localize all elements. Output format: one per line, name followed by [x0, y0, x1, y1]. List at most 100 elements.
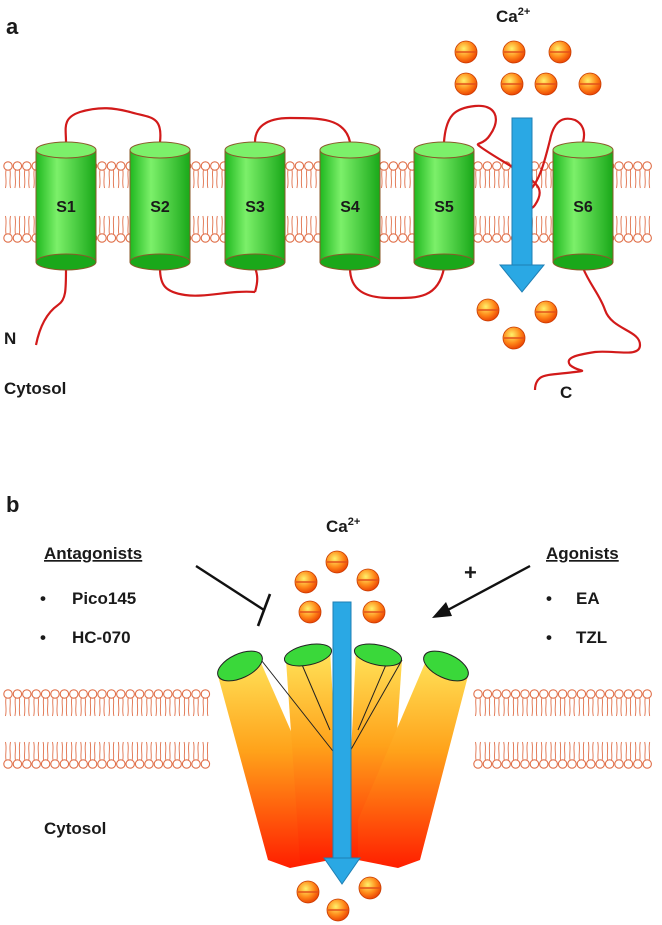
n-terminus-tail: [34, 267, 68, 346]
lipid-head: [473, 215, 483, 243]
lipid-head: [210, 215, 220, 243]
calcium-ion: [358, 876, 382, 900]
antagonists-title: Antagonists: [44, 544, 142, 563]
helix-label-s6: S6: [573, 199, 593, 216]
lipid-head: [191, 215, 201, 243]
lipid-head: [3, 741, 13, 769]
c-terminus-tail: [533, 267, 642, 391]
lipid-head: [78, 689, 88, 717]
panel-b-label: b: [6, 492, 19, 517]
ca-label-b: Ca2+: [326, 516, 360, 536]
antagonist-bullet-1: •: [40, 589, 46, 608]
lipid-head: [200, 741, 211, 769]
lipid-head: [87, 689, 98, 717]
lipid-head: [285, 161, 295, 189]
lipid-head: [567, 741, 577, 769]
lipid-head: [22, 741, 32, 769]
lipid-head: [482, 215, 493, 243]
lipid-head: [116, 741, 126, 769]
lipid-head: [106, 741, 117, 769]
antagonist-item-1: Pico145: [72, 589, 136, 608]
lipid-head: [210, 161, 220, 189]
lipid-head: [22, 689, 32, 717]
lipid-head: [97, 215, 107, 243]
loop-s4-s5: [348, 267, 446, 300]
lipid-head: [22, 161, 32, 189]
lipid-head: [69, 741, 79, 769]
lipid-head: [567, 689, 577, 717]
lipid-head: [520, 689, 530, 717]
lipid-head: [539, 741, 549, 769]
lipid-head: [12, 215, 23, 243]
agonist-bullet-1: •: [546, 589, 552, 608]
calcium-ion: [325, 550, 349, 574]
lipid-head: [106, 215, 117, 243]
lipid-head: [492, 215, 502, 243]
lipid-head: [595, 689, 605, 717]
lipid-head: [539, 215, 549, 243]
lipid-head: [12, 741, 23, 769]
ca-label-a: Ca2+: [496, 6, 530, 26]
lipid-head: [31, 741, 41, 769]
lipid-head: [473, 741, 483, 769]
calcium-ion: [326, 898, 350, 922]
lipid-head: [144, 689, 154, 717]
lipid-head: [106, 689, 117, 717]
lipid-head: [172, 689, 182, 717]
calcium-ions-b: [294, 550, 386, 922]
calcium-ion: [502, 326, 526, 350]
agonists-title: Agonists: [546, 544, 619, 563]
lipid-head: [69, 689, 79, 717]
lipid-head: [12, 161, 23, 189]
lipid-head: [97, 689, 107, 717]
n-terminus-label: N: [4, 329, 16, 348]
lipid-head: [40, 689, 51, 717]
calcium-ion: [500, 72, 524, 96]
helix-label-s4: S4: [340, 199, 360, 216]
calcium-ions-a: [454, 40, 602, 350]
lipid-head: [557, 689, 568, 717]
lipid-head: [398, 215, 408, 243]
lipid-head: [473, 161, 483, 189]
helix-s1: S1: [35, 141, 97, 271]
lipid-head: [529, 741, 540, 769]
lipid-head: [191, 161, 201, 189]
calcium-ion: [454, 40, 478, 64]
calcium-ion: [578, 72, 602, 96]
calcium-ion: [454, 72, 478, 96]
lipid-head: [116, 215, 126, 243]
loop-s2-s3-end: [253, 267, 259, 293]
lipid-head: [59, 689, 70, 717]
calcium-ion: [476, 298, 500, 322]
ca-flux-arrow-a: [498, 117, 546, 293]
lipid-head: [181, 741, 192, 769]
lipid-head: [50, 689, 60, 717]
agonist-bullet-2: •: [546, 628, 552, 647]
lipid-head: [633, 689, 643, 717]
lipid-head: [576, 741, 587, 769]
lipid-head: [200, 215, 211, 243]
lipid-head: [604, 741, 615, 769]
calcium-ion: [534, 300, 558, 324]
lipid-head: [87, 741, 98, 769]
activation-arrow: [432, 564, 531, 618]
lipid-head: [78, 741, 88, 769]
lipid-head: [633, 161, 643, 189]
lipid-head: [285, 215, 295, 243]
calcium-ion: [356, 568, 380, 592]
lipid-head: [398, 161, 408, 189]
lipid-head: [492, 161, 502, 189]
lipid-head: [191, 689, 201, 717]
calcium-ion: [502, 40, 526, 64]
lipid-head: [200, 689, 211, 717]
inhibition-arrow: [195, 564, 272, 627]
lipid-head: [633, 741, 643, 769]
panel-a-label: a: [6, 14, 19, 39]
lipid-head: [181, 689, 192, 717]
helix-label-s3: S3: [245, 199, 265, 216]
lipid-head: [163, 741, 173, 769]
helix-s5: S5: [413, 141, 475, 271]
